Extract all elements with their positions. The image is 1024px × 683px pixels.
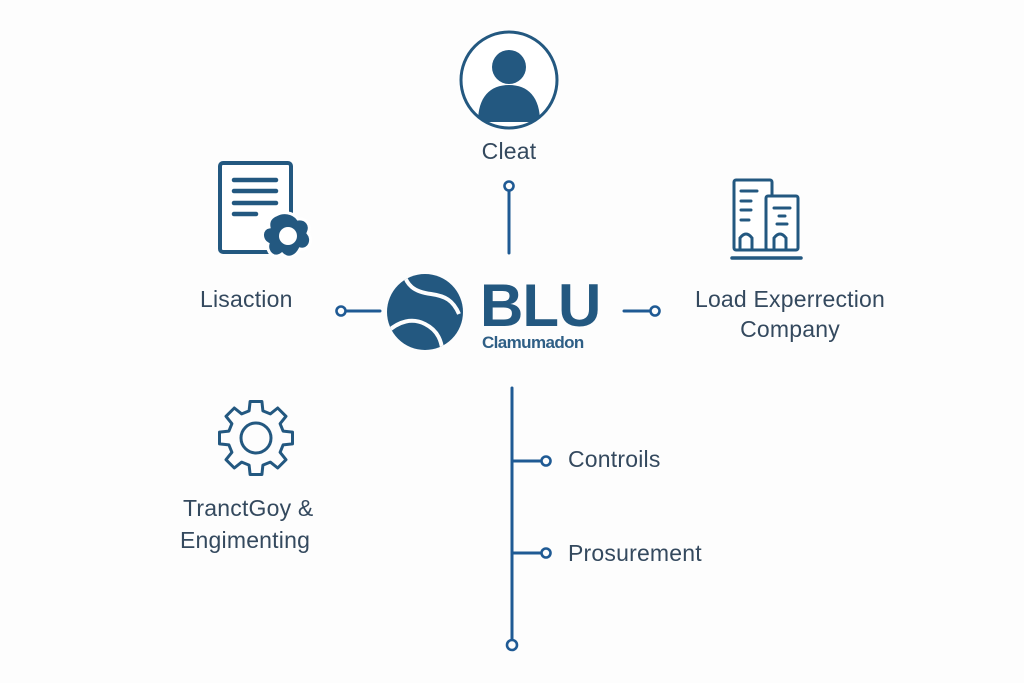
- gear-icon: [218, 400, 294, 476]
- node-left-label: Lisaction: [200, 286, 293, 312]
- node-bottom-left-label-line2: Engimenting: [180, 527, 311, 553]
- node-right-label-line2: Company: [740, 316, 840, 342]
- buildings-icon: [730, 178, 803, 260]
- right-connector-node: [649, 305, 661, 317]
- document-badge-icon: [218, 161, 313, 259]
- branch-1-label: Controils: [568, 446, 661, 472]
- brand-name: BLU: [480, 272, 601, 339]
- branch-2-node: [540, 547, 552, 559]
- node-right-label-line1: Load Experrection: [694, 286, 886, 312]
- node-bottom-left-label-line1: TranctGoy &: [183, 495, 314, 521]
- brand-subtitle: Clamumadon: [482, 333, 584, 352]
- top-connector-node: [503, 180, 515, 192]
- branch-2-label: Prosurement: [568, 540, 702, 566]
- user-avatar-icon: [459, 30, 559, 130]
- branch-1-node: [540, 455, 552, 467]
- node-top-label: Cleat: [481, 138, 537, 164]
- trunk-end-node: [505, 638, 519, 652]
- left-connector-node: [335, 305, 347, 317]
- sphere-swoosh-logo-icon: [387, 274, 463, 350]
